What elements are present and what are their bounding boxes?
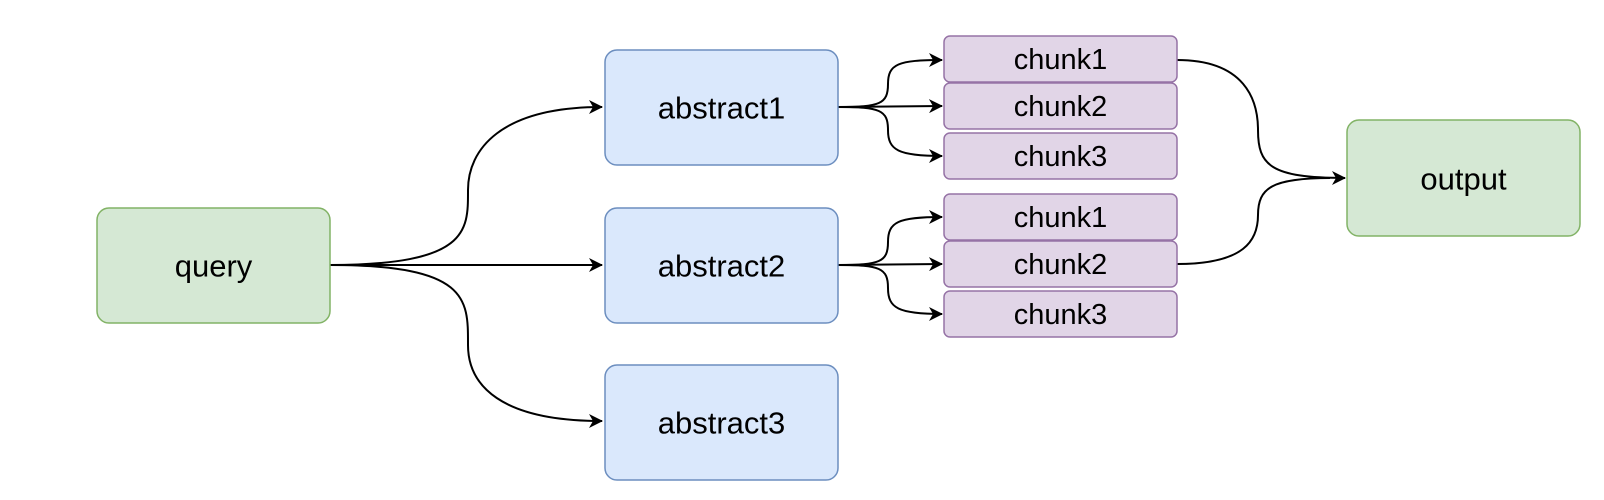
group2-chunk2: chunk2 xyxy=(943,240,1178,288)
group2-chunk2-label: chunk2 xyxy=(1014,249,1108,281)
chunk-group-1: chunk1 chunk2 chunk3 xyxy=(943,35,1178,180)
edge-abstract1-chunk3 xyxy=(837,106,943,163)
group2-chunk1: chunk1 xyxy=(943,193,1178,241)
group2-chunk3: chunk3 xyxy=(943,290,1178,338)
group2-chunk1-label: chunk1 xyxy=(1014,202,1108,234)
node-output: output xyxy=(1346,119,1581,237)
node-abstract3: abstract3 xyxy=(604,364,839,481)
node-output-label: output xyxy=(1420,162,1507,197)
edge-abstract2-chunk3 xyxy=(837,264,943,321)
group1-chunk3: chunk3 xyxy=(943,132,1178,180)
edge-query-abstract1 xyxy=(329,100,603,266)
group1-chunk2: chunk2 xyxy=(943,82,1178,130)
edges xyxy=(329,53,1346,428)
group1-chunk2-label: chunk2 xyxy=(1014,91,1108,123)
edge-abstract1-chunk1 xyxy=(837,53,943,108)
node-query-label: query xyxy=(175,249,253,284)
group1-chunk3-label: chunk3 xyxy=(1014,141,1108,173)
group1-chunk1-label: chunk1 xyxy=(1014,44,1108,76)
edge-query-abstract3 xyxy=(329,264,603,428)
node-abstract1-label: abstract1 xyxy=(658,91,786,126)
group2-chunk3-label: chunk3 xyxy=(1014,299,1108,331)
node-abstract2-label: abstract2 xyxy=(658,249,786,284)
node-query: query xyxy=(96,207,331,324)
group1-chunk1: chunk1 xyxy=(943,35,1178,83)
node-abstract2: abstract2 xyxy=(604,207,839,324)
node-abstract3-label: abstract3 xyxy=(658,406,786,441)
chunk-group-2: chunk1 chunk2 chunk3 xyxy=(943,193,1178,338)
edge-chunk2-output xyxy=(1176,177,1331,265)
node-abstract1: abstract1 xyxy=(604,49,839,166)
edge-abstract2-chunk1 xyxy=(837,210,943,266)
edge-chunk1-output xyxy=(1176,59,1346,185)
